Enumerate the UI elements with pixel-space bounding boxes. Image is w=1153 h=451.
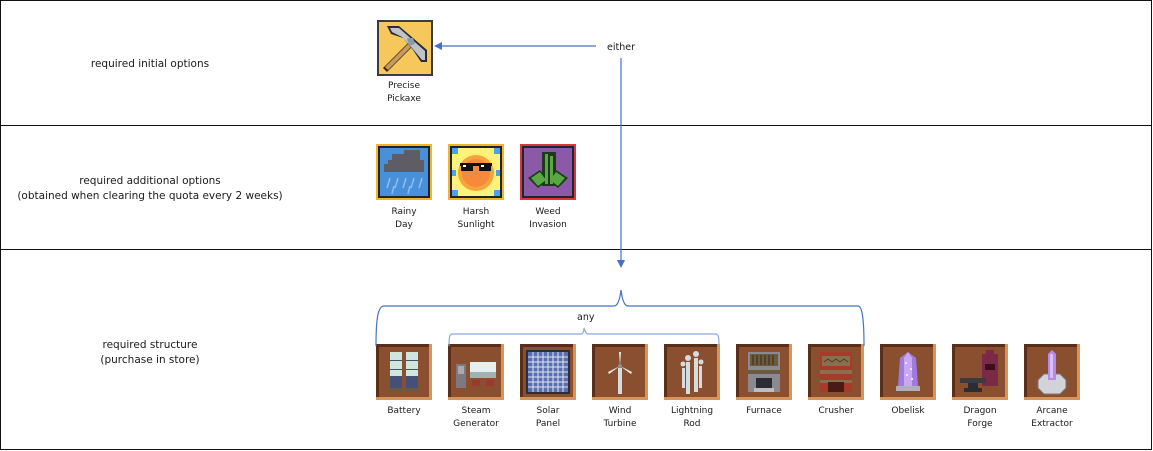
- structure-label-line: Extractor: [1031, 419, 1073, 429]
- structure-label-line: Panel: [535, 419, 561, 429]
- row-label-line: (purchase in store): [100, 354, 200, 366]
- crusher-icon: [808, 344, 864, 400]
- either-label: either: [607, 42, 635, 53]
- structure-label: Crusher: [796, 405, 876, 418]
- battery-icon: [376, 344, 432, 400]
- row-label-line: required structure: [102, 339, 198, 351]
- obelisk-icon: [880, 344, 936, 400]
- option-label: Weed Invasion: [508, 206, 588, 232]
- option-label-line: Invasion: [529, 220, 567, 230]
- structure-label-line: Generator: [453, 419, 499, 429]
- pickaxe-icon: [377, 20, 433, 76]
- structure-label-line: Turbine: [603, 419, 637, 429]
- structure-label-line: Furnace: [746, 406, 782, 416]
- structure-label-line: Wind: [608, 406, 632, 416]
- weed-icon: [520, 144, 576, 200]
- steam-generator-icon: [448, 344, 504, 400]
- row-divider: [0, 249, 1152, 250]
- structure-label-line: Forge: [967, 419, 993, 429]
- lightning-rod-icon: [664, 344, 720, 400]
- option-label-line: Sunlight: [457, 220, 495, 230]
- row-label-line: (obtained when clearing the quota every …: [17, 190, 283, 202]
- row-label-line: required additional options: [79, 175, 221, 187]
- option-label-line: Rainy: [391, 207, 417, 217]
- option-label-line: Harsh: [462, 207, 490, 217]
- option-label: Precise Pickaxe: [364, 80, 444, 106]
- dragon-forge-icon: [952, 344, 1008, 400]
- option-label: Harsh Sunlight: [436, 206, 516, 232]
- row-label-initial: required initial options: [40, 57, 260, 72]
- structure-label-line: Lightning: [670, 406, 714, 416]
- structure-label-line: Dragon: [963, 406, 997, 416]
- sun-sunglasses-icon: [448, 144, 504, 200]
- row-divider: [0, 125, 1152, 126]
- furnace-icon: [736, 344, 792, 400]
- structure-label: Furnace: [724, 405, 804, 418]
- row-label-line: required initial options: [90, 58, 210, 70]
- solar-panel-icon: [520, 344, 576, 400]
- option-label: Rainy Day: [364, 206, 444, 232]
- structure-label-line: Steam: [461, 406, 491, 416]
- structure-label-line: Solar: [536, 406, 560, 416]
- row-label-structure: required structure (purchase in store): [50, 338, 250, 368]
- row-label-additional: required additional options (obtained wh…: [0, 174, 300, 204]
- wind-turbine-icon: [592, 344, 648, 400]
- option-label-line: Pickaxe: [387, 94, 421, 104]
- structure-label-line: Battery: [387, 406, 421, 416]
- option-label-line: Weed: [535, 207, 561, 217]
- arcane-extractor-icon: [1024, 344, 1080, 400]
- structure-label-line: Obelisk: [891, 406, 925, 416]
- structure-label: Obelisk: [868, 405, 948, 418]
- structure-label-line: Rod: [683, 419, 701, 429]
- option-label-line: Precise: [388, 81, 420, 91]
- option-label-line: Day: [395, 220, 413, 230]
- structure-label: Battery: [364, 405, 444, 418]
- structure-label-line: Crusher: [818, 406, 854, 416]
- structure-label-line: Arcane: [1036, 406, 1068, 416]
- any-label: any: [577, 312, 595, 323]
- rain-cloud-icon: [376, 144, 432, 200]
